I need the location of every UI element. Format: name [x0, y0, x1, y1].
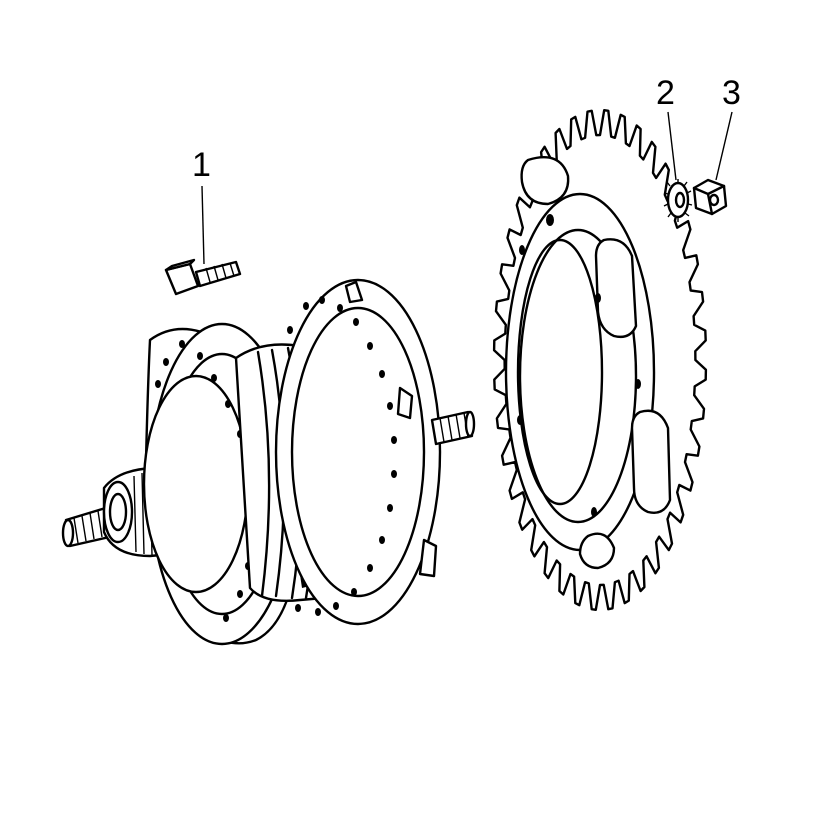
callout-2: 2 [656, 74, 677, 181]
bolt [164, 258, 242, 296]
leader-line [201, 185, 205, 265]
sprocket-bolt-holes [517, 214, 641, 517]
right-flange [274, 278, 442, 626]
rear-hub [61, 278, 476, 646]
callout-number: 3 [722, 74, 741, 112]
hex-nut [692, 178, 728, 216]
leader-line [667, 111, 677, 181]
sprocket-slot [630, 409, 672, 514]
sprocket-slot [594, 238, 638, 339]
callout-1: 1 [192, 146, 211, 265]
sprocket-slot [520, 156, 570, 206]
callout-3: 3 [715, 74, 741, 181]
lock-washer [663, 179, 693, 222]
leader-line [715, 111, 733, 181]
sprocket-slot [578, 532, 616, 570]
callout-number: 1 [192, 146, 211, 184]
right-flange-holes [287, 296, 397, 616]
right-axle [430, 410, 476, 446]
sprocket [492, 109, 708, 611]
callout-number: 2 [656, 74, 675, 112]
